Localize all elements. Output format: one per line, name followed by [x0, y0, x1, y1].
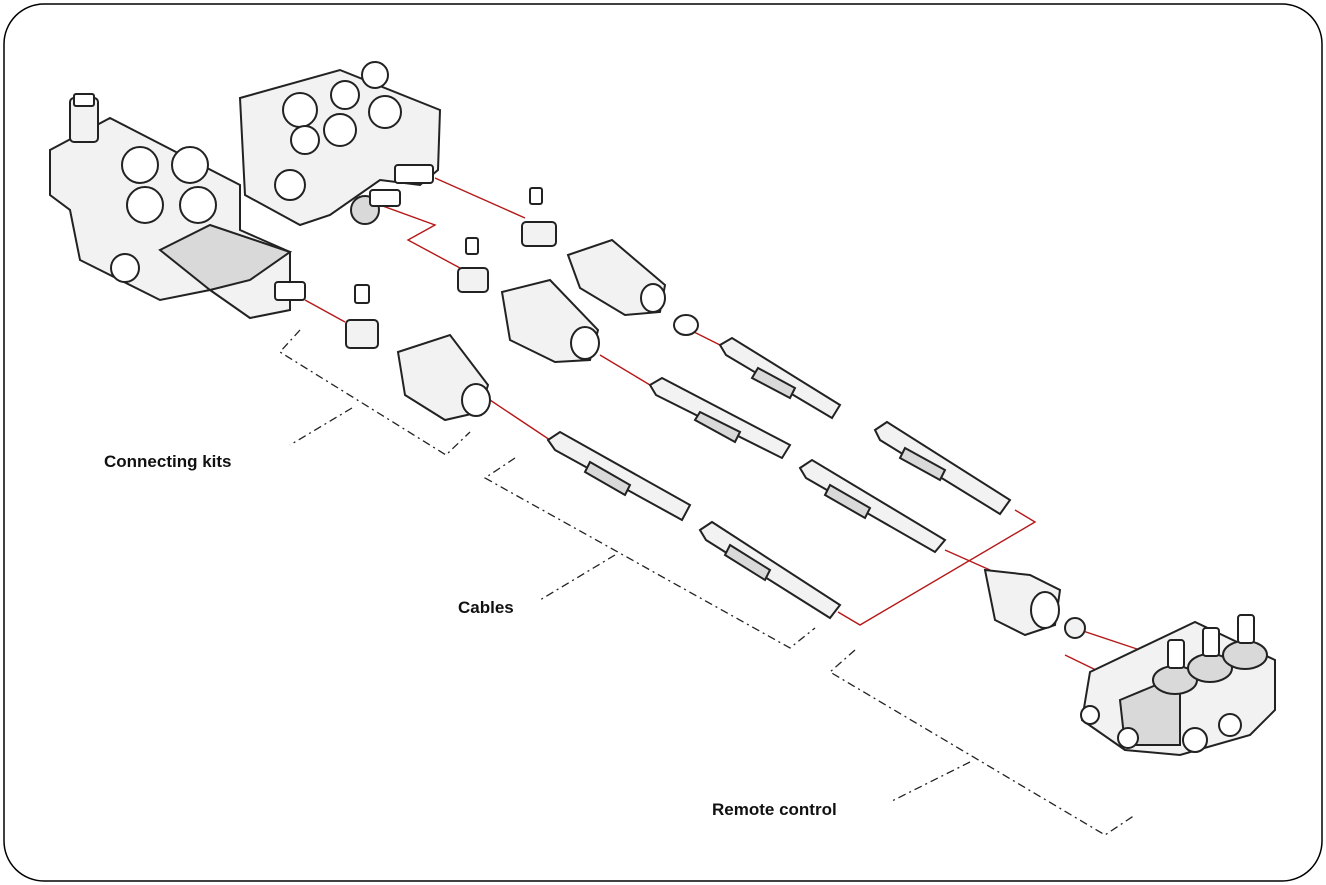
- connecting-kit-parts: [345, 187, 699, 422]
- label-remote-control: Remote control: [712, 800, 837, 819]
- remote-control-valve: [1080, 614, 1276, 757]
- cable-assemblies: [546, 336, 1012, 620]
- remote-adaptor: [983, 568, 1086, 639]
- diagram-border: [3, 3, 1323, 882]
- label-connecting-kits: Connecting kits: [104, 452, 232, 471]
- label-cables: Cables: [458, 598, 514, 617]
- double-spool-valve: [238, 61, 442, 227]
- single-spool-valve: [49, 93, 306, 320]
- bracket-lines: [278, 329, 1136, 836]
